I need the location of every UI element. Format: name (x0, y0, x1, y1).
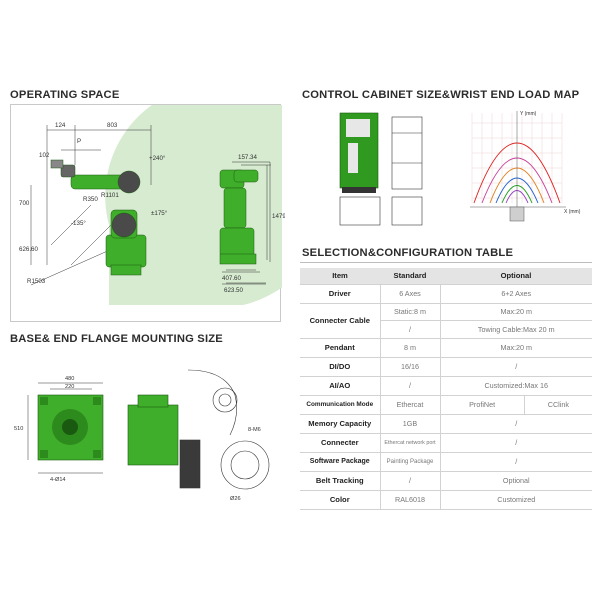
opt-pendant: Max:20 m (440, 338, 592, 358)
std-driver: 6 Axes (380, 284, 441, 304)
item-connecter-cable: Connecter Cable (300, 303, 381, 339)
selection-config-table: Item Standard Optional Driver 6 Axes 6+2… (300, 268, 592, 510)
dim-26: Ø26 (230, 496, 241, 502)
header-optional: Optional (440, 268, 592, 285)
header-standard: Standard (380, 268, 440, 285)
dim-510: 510 (14, 426, 23, 432)
item-communication-mode: Communication Mode (300, 395, 381, 415)
divider (300, 262, 592, 263)
base-flange-drawing: 480 220 510 4-Ø14 8-M6 Ø26 (14, 369, 270, 502)
cabinet-front (339, 112, 379, 193)
base-plate (37, 394, 104, 461)
opt-software-package: / (440, 452, 592, 472)
table-row: Memory Capacity 1GB / (300, 414, 592, 434)
opt-memory-capacity: / (440, 414, 592, 434)
opt-connecter-cable-2: Towing Cable:Max 20 m (440, 320, 592, 339)
std-dido: 16/16 (380, 357, 441, 377)
item-belt-tracking: Belt Tracking (300, 471, 381, 491)
heading-base-flange: BASE& END FLANGE MOUNTING SIZE (10, 333, 223, 345)
dim-r1503: R1503 (27, 278, 46, 285)
table-row: Pendant 8 m Max:20 m (300, 338, 592, 358)
dim-240: +240° (149, 155, 166, 162)
dim-135: -135° (71, 220, 86, 227)
opt-belt-tracking: Optional (440, 471, 592, 491)
operating-space-drawing: 124 803 102 P 700 R350 R1101 +240° ±175°… (19, 84, 330, 305)
dim-407: 407.60 (222, 275, 241, 282)
std-connecter: Ethercat network port (380, 433, 441, 453)
dim-8m6: 8-M6 (248, 427, 261, 433)
item-driver: Driver (300, 284, 381, 304)
std-communication-mode: Ethercat (380, 395, 441, 415)
load-map-x-label: X (mm) (564, 209, 581, 215)
opt-connecter: / (440, 433, 592, 453)
table-row: Connecter Ethercat network port / (300, 433, 592, 453)
std-aiao: / (380, 376, 441, 396)
dim-r350: R350 (83, 196, 98, 203)
dim-157: 157.34 (238, 154, 257, 161)
dim-124: 124 (55, 122, 66, 129)
item-connecter: Connecter (300, 433, 381, 453)
robot-side-view (50, 159, 147, 276)
table-row: Driver 6 Axes 6+2 Axes (300, 284, 592, 304)
base-side (127, 394, 179, 466)
control-cabinet-drawing: Y (mm) X (mm) (339, 111, 581, 226)
item-aiao: AI/AO (300, 376, 381, 396)
robot-front-view: 157.34 1479 407.60 623.50 (219, 154, 285, 294)
std-pendant: 8 m (380, 338, 441, 358)
table-row: Belt Tracking / Optional (300, 471, 592, 491)
dim-220: 220 (65, 384, 74, 390)
opt-driver: 6+2 Axes (440, 284, 592, 304)
item-dido: DI/DO (300, 357, 381, 377)
opt-dido: / (440, 357, 592, 377)
std-belt-tracking: / (380, 471, 441, 491)
workspace-area (105, 84, 330, 305)
table-row: Software Package Painting Package / (300, 452, 592, 472)
item-pendant: Pendant (300, 338, 381, 358)
dim-p: P (77, 138, 81, 145)
item-color: Color (300, 490, 381, 510)
std-memory-capacity: 1GB (380, 414, 441, 434)
std-software-package: Painting Package (380, 452, 441, 472)
dim-175: ±175° (151, 210, 168, 217)
table-row: Connecter Cable Static:8 m Max:20 m (300, 303, 592, 339)
load-map: Y (mm) X (mm) (470, 111, 581, 222)
table-row: AI/AO / Customized:Max 16 (300, 376, 592, 396)
dim-803: 803 (107, 122, 118, 129)
table-header-row: Item Standard Optional (300, 268, 592, 285)
std-color: RAL6018 (380, 490, 441, 510)
load-map-y-label: Y (mm) (520, 111, 537, 117)
dim-r1101: R1101 (101, 192, 119, 199)
dim-623: 623.50 (224, 287, 243, 294)
std-connecter-cable: Static:8 m (380, 303, 441, 321)
opt-color: Customized (440, 490, 592, 510)
table-row: DI/DO 16/16 / (300, 357, 592, 377)
opt-cclink: CClink (524, 395, 592, 415)
table-row: Communication Mode Ethercat ProfiNet CCl… (300, 395, 592, 415)
item-memory-capacity: Memory Capacity (300, 414, 381, 434)
opt-profinet: ProfiNet (440, 395, 525, 415)
cabinet-top (339, 196, 423, 226)
flange-profile (179, 369, 270, 490)
table-row: Color RAL6018 Customized (300, 490, 592, 510)
heading-selection: SELECTION&CONFIGURATION TABLE (302, 247, 514, 259)
item-software-package: Software Package (300, 452, 381, 472)
header-item: Item (300, 268, 380, 285)
std-connecter-cable-2: / (380, 320, 441, 339)
opt-connecter-cable: Max:20 m (440, 303, 592, 321)
dim-102: 102 (39, 152, 50, 159)
dim-480: 480 (65, 376, 74, 382)
opt-aiao: Customized:Max 16 (440, 376, 592, 396)
dim-1479: 1479 (272, 213, 285, 220)
dim-700: 700 (19, 200, 30, 207)
heading-operating-space: OPERATING SPACE (10, 89, 120, 101)
cabinet-side (391, 116, 423, 190)
heading-control-cabinet: CONTROL CABINET SIZE&WRIST END LOAD MAP (302, 89, 580, 101)
table-row: / Towing Cable:Max 20 m (300, 320, 592, 339)
dim-4hole: 4-Ø14 (50, 477, 66, 483)
dim-626: 626.60 (19, 246, 38, 253)
